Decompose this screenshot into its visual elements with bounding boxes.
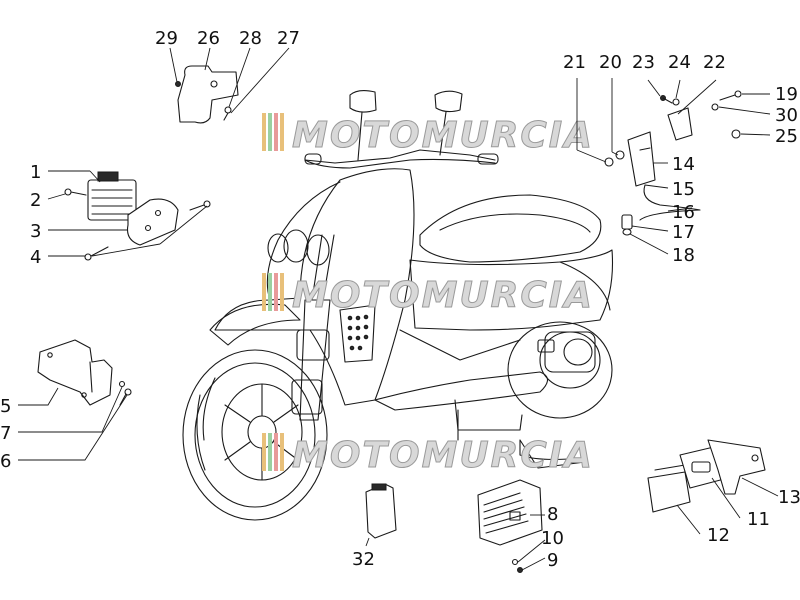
screw-28 [223,106,232,121]
callout-1: 1 [30,162,41,183]
callout-10: 10 [541,528,564,549]
bracket-13 [707,439,766,495]
screw-6 [119,388,132,406]
cable-16 [639,184,701,221]
callout-25: 25 [775,126,798,147]
callout-8: 8 [547,504,558,525]
callout-17: 17 [672,222,695,243]
bracket-22 [667,107,693,141]
watermark-text-middle: MOTOMURCIA [292,275,594,316]
callout-20: 20 [599,52,622,73]
mounting-plate-group: 5 7 6 [0,339,132,472]
watermark-text-top: MOTOMURCIA [292,115,594,156]
callout-24: 24 [668,52,691,73]
rear-wheel [507,321,613,419]
callout-12: 12 [707,525,730,546]
callout-18: 18 [672,245,695,266]
screw-4a [84,246,109,261]
callout-16: 16 [672,202,695,223]
watermark-top: MOTOMURCIA [262,113,594,157]
callout-5: 5 [0,396,11,417]
grille-dots [347,314,369,351]
washer-7 [118,380,126,388]
nut-25 [731,129,741,139]
callout-29: 29 [155,28,178,49]
screw-9 [517,567,523,573]
callout-21: 21 [563,52,586,73]
callout-4: 4 [30,247,41,268]
watermark-bottom: MOTOMURCIA [262,433,594,477]
module-14 [627,131,656,187]
callout-7: 7 [0,423,11,444]
callout-32: 32 [352,549,375,570]
front-fork [291,234,335,421]
callout-27: 27 [277,28,300,49]
callout-14: 14 [672,154,695,175]
callout-23: 23 [632,52,655,73]
connector-17 [621,214,633,236]
bracket-3 [126,198,179,246]
callout-22: 22 [703,52,726,73]
control-unit-8 [477,479,543,546]
scooter-illustration [182,89,613,521]
regulator-group-left: 1 2 3 4 [30,162,211,268]
bracket-26-group: 29 26 28 27 [155,28,300,124]
callout-9: 9 [547,550,558,571]
callout-2: 2 [30,190,41,211]
screw-23 [660,95,673,104]
nut-21 [604,157,614,167]
relay-32-group: 32 [352,483,397,570]
control-unit-group: 8 10 9 [477,479,564,573]
right-parts-group: 12 11 13 [647,439,800,546]
cover-12 [647,464,691,513]
callout-15: 15 [672,179,695,200]
watermark-text-bottom: MOTOMURCIA [292,435,594,476]
washer-10 [511,558,519,566]
callout-6: 6 [0,451,11,472]
sensor-group-right: 21 20 23 24 22 19 30 25 14 15 16 17 18 [563,52,798,266]
callout-28: 28 [239,28,262,49]
callout-26: 26 [197,28,220,49]
watermark-middle: MOTOMURCIA [262,273,594,317]
mounting-plate-5 [37,339,113,406]
screw-4b [189,200,211,211]
washer-20 [615,150,625,160]
callout-30: 30 [775,105,798,126]
voltage-regulator-1 [87,171,137,221]
washer-24 [672,98,680,106]
callout-19: 19 [775,84,798,105]
scooter-body [209,89,613,469]
callout-3: 3 [30,221,41,242]
callout-13: 13 [778,487,800,508]
callout-11: 11 [747,509,770,530]
screw-19 [719,90,742,101]
screw-2 [64,188,87,196]
washer-30 [711,103,719,111]
